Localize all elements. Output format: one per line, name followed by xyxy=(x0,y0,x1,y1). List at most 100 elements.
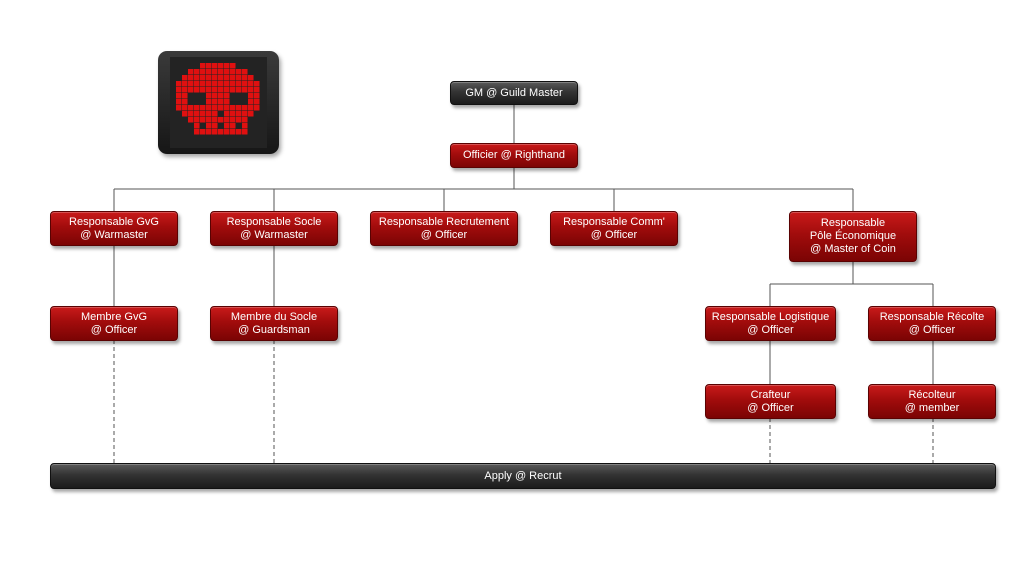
skull-pixel xyxy=(188,75,194,81)
node-label-line: @ member xyxy=(904,401,960,414)
skull-pixel xyxy=(254,93,260,99)
skull-pixel xyxy=(224,69,230,75)
skull-pixel xyxy=(224,105,230,111)
node-label-line: Responsable GvG xyxy=(69,215,159,228)
skull-pixel xyxy=(230,87,236,93)
skull-pixel xyxy=(230,123,236,129)
skull-pixel xyxy=(242,75,248,81)
skull-pixel xyxy=(206,87,212,93)
skull-pixel xyxy=(194,105,200,111)
skull-pixel xyxy=(200,63,206,69)
node-label-line: Officier @ Righthand xyxy=(462,149,566,161)
skull-pixel xyxy=(194,69,200,75)
skull-pixel xyxy=(194,87,200,93)
skull-pixel xyxy=(212,75,218,81)
skull-pixel xyxy=(200,87,206,93)
skull-pixel xyxy=(236,87,242,93)
node-label-line: Pôle Économique xyxy=(809,230,897,242)
node-responsable-gvg: Responsable GvG@ Warmaster xyxy=(50,211,178,246)
skull-pixel xyxy=(254,87,260,93)
skull-pixel xyxy=(230,69,236,75)
skull-pixel xyxy=(206,105,212,111)
skull-pixel xyxy=(242,105,248,111)
node-label-line: @ Officer xyxy=(747,401,794,414)
skull-pixel xyxy=(242,123,248,129)
skull-pixel xyxy=(236,117,242,123)
skull-pixel xyxy=(212,69,218,75)
skull-pixel xyxy=(194,123,200,129)
node-gm: GM @ Guild Master xyxy=(450,81,578,105)
node-label-line: GM @ Guild Master xyxy=(465,86,563,99)
skull-pixel xyxy=(176,105,182,111)
node-label-line: Responsable Logistique xyxy=(711,310,830,323)
skull-pixel xyxy=(200,69,206,75)
skull-pixel xyxy=(200,129,206,135)
skull-pixel xyxy=(236,111,242,117)
skull-pixel xyxy=(212,99,218,105)
skull-pixel xyxy=(236,75,242,81)
skull-pixel xyxy=(248,75,254,81)
skull-pixel xyxy=(230,111,236,117)
skull-pixel xyxy=(182,111,188,117)
skull-pixel xyxy=(206,117,212,123)
skull-pixel xyxy=(218,81,224,87)
skull-pixel xyxy=(248,81,254,87)
node-membre-socle: Membre du Socle@ Guardsman xyxy=(210,306,338,341)
skull-pixel xyxy=(248,99,254,105)
skull-pixel xyxy=(212,81,218,87)
node-label-line: Récolteur xyxy=(908,388,956,401)
node-label-line: Membre GvG xyxy=(80,310,147,323)
skull-pixel xyxy=(188,117,194,123)
skull-pixel xyxy=(218,87,224,93)
skull-pixel xyxy=(206,99,212,105)
skull-pixel xyxy=(182,75,188,81)
node-label-line: @ Officer xyxy=(908,323,956,336)
skull-pixel xyxy=(224,123,230,129)
node-label-line: Responsable Socle xyxy=(226,215,322,228)
skull-pixel xyxy=(182,87,188,93)
skull-pixel xyxy=(218,99,224,105)
node-label-line: @ Master of Coin xyxy=(810,243,896,255)
skull-pixel xyxy=(194,111,200,117)
skull-pixel xyxy=(230,117,236,123)
skull-pixel xyxy=(218,129,224,135)
skull-pixel xyxy=(218,93,224,99)
skull-pixel xyxy=(242,69,248,75)
skull-pixel xyxy=(218,105,224,111)
node-membre-gvg: Membre GvG@ Officer xyxy=(50,306,178,341)
skull-pixel xyxy=(194,117,200,123)
skull-pixel xyxy=(200,105,206,111)
skull-pixel xyxy=(176,81,182,87)
skull-pixel xyxy=(212,87,218,93)
node-crafteur: Crafteur@ Officer xyxy=(705,384,836,419)
skull-pixel xyxy=(182,105,188,111)
skull-pixel xyxy=(254,105,260,111)
skull-pixel xyxy=(230,129,236,135)
guild-logo xyxy=(158,51,279,154)
node-responsable-recolte: Responsable Récolte@ Officer xyxy=(868,306,996,341)
skull-pixel xyxy=(212,117,218,123)
skull-pixel xyxy=(200,75,206,81)
node-label-line: Responsable xyxy=(820,217,886,229)
skull-pixel xyxy=(176,99,182,105)
skull-pixel xyxy=(236,81,242,87)
skull-pixel xyxy=(248,87,254,93)
skull-pixel xyxy=(230,63,236,69)
skull-pixel xyxy=(182,93,188,99)
skull-pixel xyxy=(224,75,230,81)
node-label-line: @ Officer xyxy=(590,228,638,241)
skull-pixel xyxy=(218,75,224,81)
skull-pixel xyxy=(242,117,248,123)
node-responsable-comm: Responsable Comm'@ Officer xyxy=(550,211,678,246)
skull-pixel xyxy=(248,111,254,117)
skull-pixel xyxy=(230,75,236,81)
skull-pixel xyxy=(200,117,206,123)
node-responsable-recrutement: Responsable Recrutement@ Officer xyxy=(370,211,518,246)
skull-pixel xyxy=(230,81,236,87)
skull-pixel xyxy=(236,105,242,111)
node-label-line: @ Officer xyxy=(420,228,468,241)
skull-pixel xyxy=(188,105,194,111)
skull-pixel xyxy=(206,75,212,81)
